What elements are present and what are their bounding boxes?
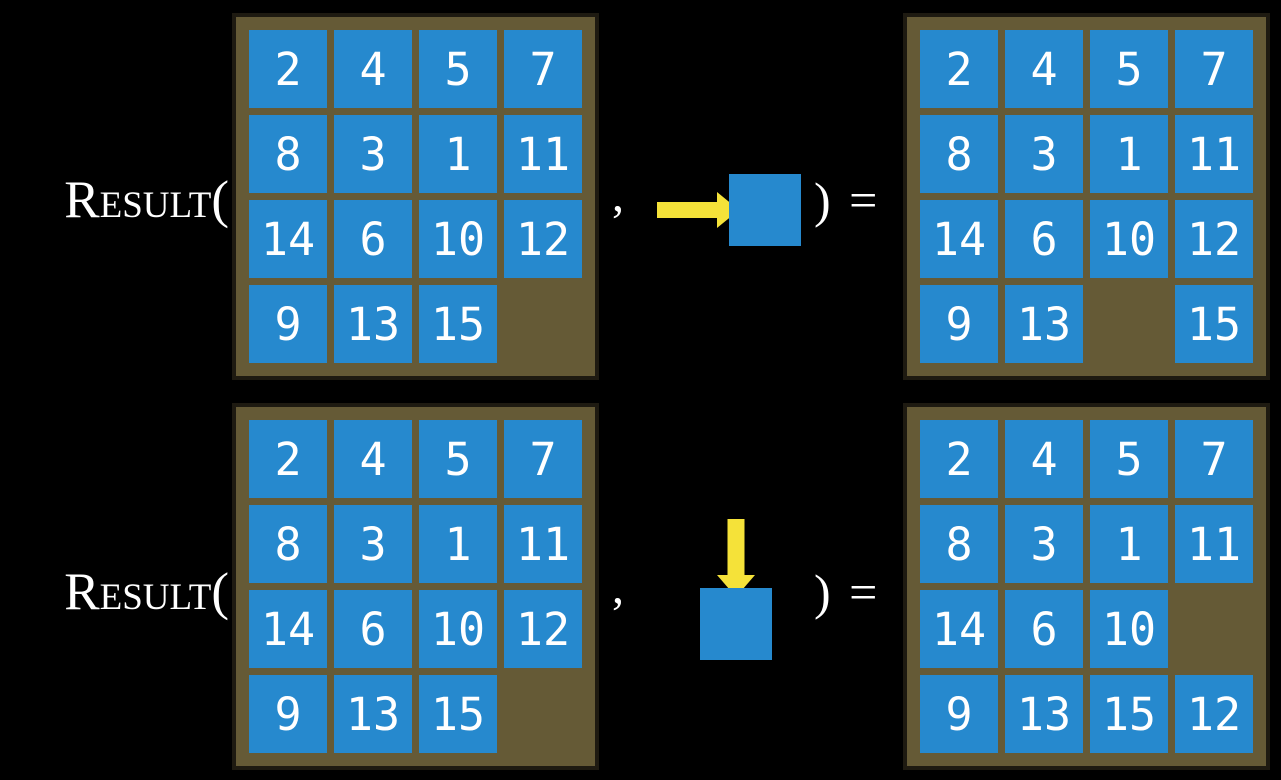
puzzle-tile: 2 [249,420,327,498]
puzzle-tile: 11 [504,505,582,583]
arrow-down-icon [717,519,755,597]
comma-separator: , [612,561,624,614]
puzzle-tile: 1 [419,115,497,193]
puzzle-tile: 15 [419,675,497,753]
puzzle-tile: 3 [334,115,412,193]
puzzle-tile: 11 [1175,115,1253,193]
comma-separator: , [612,169,624,222]
puzzle-tile: 10 [419,590,497,668]
puzzle-tile: 13 [1005,675,1083,753]
puzzle-tile: 5 [419,30,497,108]
puzzle-tile: 3 [1005,505,1083,583]
puzzle-tile: 4 [334,420,412,498]
puzzle-tile: 5 [419,420,497,498]
blank-space [1175,590,1253,668]
puzzle-tile: 2 [920,30,998,108]
puzzle-tile: 12 [504,200,582,278]
puzzle-tile: 14 [920,590,998,668]
close-paren-equals: ) = [814,172,881,228]
puzzle-tile: 8 [249,505,327,583]
result-function-label: Result( [64,171,229,229]
puzzle-tile: 13 [1005,285,1083,363]
move-action-down [700,519,772,660]
puzzle-tile: 1 [1090,505,1168,583]
puzzle-tile: 15 [1175,285,1253,363]
puzzle-tile: 5 [1090,420,1168,498]
puzzle-tile: 3 [334,505,412,583]
puzzle-tile: 8 [249,115,327,193]
puzzle-tile: 7 [1175,30,1253,108]
blank-space [504,675,582,753]
puzzle-tile: 7 [504,30,582,108]
puzzle-tile: 10 [1090,200,1168,278]
puzzle-tile: 9 [920,285,998,363]
puzzle-tile: 13 [334,285,412,363]
puzzle-tile: 8 [920,115,998,193]
puzzle-tile: 14 [920,200,998,278]
puzzle-tile: 6 [334,200,412,278]
result-function-label: Result( [64,563,229,621]
puzzle-tile: 14 [249,200,327,278]
puzzle-tile: 12 [1175,200,1253,278]
puzzle-tile: 10 [419,200,497,278]
puzzle-tile: 11 [504,115,582,193]
puzzle-tile: 2 [249,30,327,108]
puzzle-tile: 9 [249,675,327,753]
puzzle-tile: 9 [920,675,998,753]
puzzle-tile: 2 [920,420,998,498]
puzzle-tile: 6 [1005,200,1083,278]
puzzle-tile: 14 [249,590,327,668]
puzzle-tile: 8 [920,505,998,583]
blank-space [504,285,582,363]
blank-space [1090,285,1168,363]
puzzle-tile: 4 [1005,30,1083,108]
move-action-right [657,174,801,246]
puzzle-tile: 12 [504,590,582,668]
arrow-right-icon [657,192,739,228]
puzzle-tile: 7 [1175,420,1253,498]
puzzle-tile: 15 [419,285,497,363]
puzzle-tile: 1 [419,505,497,583]
puzzle-tile: 11 [1175,505,1253,583]
puzzle-tile: 4 [1005,420,1083,498]
puzzle-tile: 15 [1090,675,1168,753]
puzzle-tile: 12 [1175,675,1253,753]
puzzle-tile: 1 [1090,115,1168,193]
puzzle-tile: 5 [1090,30,1168,108]
puzzle-tile: 7 [504,420,582,498]
puzzle-tile: 10 [1090,590,1168,668]
close-paren-equals: ) = [814,564,881,620]
moved-tile [729,174,801,246]
puzzle-tile: 6 [1005,590,1083,668]
puzzle-tile: 13 [334,675,412,753]
puzzle-tile: 4 [334,30,412,108]
puzzle-tile: 6 [334,590,412,668]
puzzle-tile: 9 [249,285,327,363]
moved-tile [700,588,772,660]
puzzle-tile: 3 [1005,115,1083,193]
